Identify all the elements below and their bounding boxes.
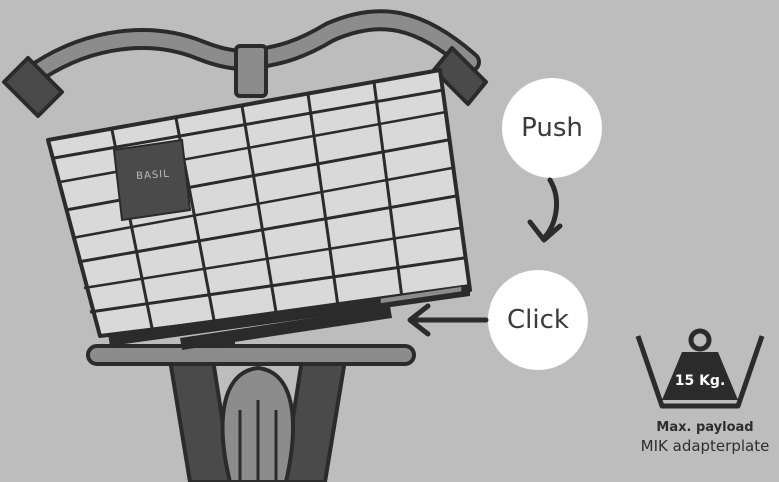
push-step [502, 78, 602, 243]
push-arrowhead [527, 219, 563, 243]
stem [234, 44, 268, 98]
weight-label: 15 Kg. [674, 373, 726, 389]
payload-icon [635, 328, 765, 409]
click-label: Click [507, 305, 569, 335]
bike-fork [167, 358, 348, 482]
basket [46, 68, 472, 350]
weight-icon [662, 352, 738, 400]
push-label: Push [521, 113, 583, 143]
click-arrowhead [407, 303, 431, 337]
click-bubble [488, 270, 588, 370]
click-step [407, 270, 588, 370]
left-grip [2, 56, 64, 118]
payload-title: Max. payload [656, 420, 754, 435]
handlebar [2, 9, 488, 118]
right-grip [432, 46, 488, 106]
front-rack [86, 340, 416, 366]
weight-handle [688, 328, 712, 352]
push-bubble [502, 78, 602, 178]
payload-subtitle: MIK adapterplate [640, 437, 770, 455]
